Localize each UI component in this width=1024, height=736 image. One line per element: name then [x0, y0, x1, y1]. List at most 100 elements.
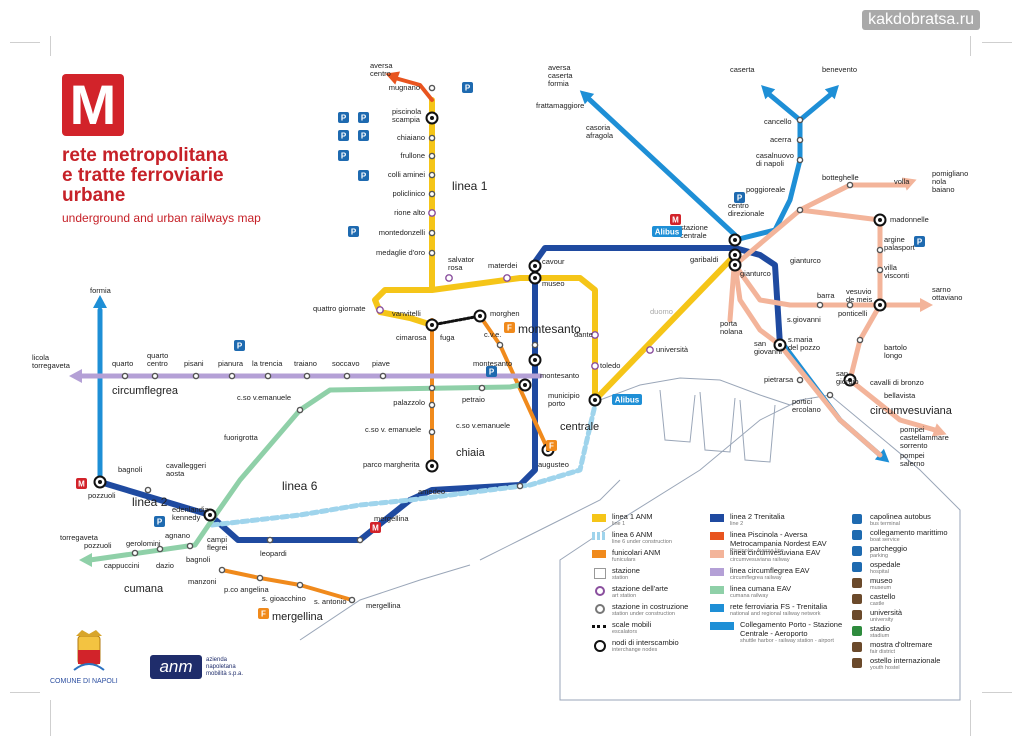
station-marker-circumflegrea[interactable]	[343, 372, 351, 380]
station-marker-circumvesuviana[interactable]	[796, 136, 804, 144]
label-toledo: toledo	[600, 361, 620, 370]
station-marker-funicular[interactable]	[348, 596, 356, 604]
station-marker-funicular[interactable]	[496, 341, 504, 349]
station-marker-circumflegrea[interactable]	[264, 372, 272, 380]
station-marker-l1[interactable]	[428, 249, 436, 257]
svg-text:M: M	[372, 524, 379, 533]
station-marker-circumflegrea[interactable]	[303, 372, 311, 380]
station-marker-l1[interactable]	[503, 274, 511, 282]
label-amedeo: amedeo	[418, 487, 445, 496]
station-marker-l1[interactable]	[428, 152, 436, 160]
station-marker-cumana[interactable]	[296, 406, 304, 414]
station-marker-circumvesuviana[interactable]	[816, 301, 824, 309]
legend-swatch	[852, 514, 862, 524]
legend-swatch	[594, 568, 606, 579]
station-marker-funicular[interactable]	[473, 309, 487, 323]
station-marker-circumflegrea[interactable]	[228, 372, 236, 380]
station-marker-circumvesuviana[interactable]	[846, 301, 854, 309]
legend-sublabel: stadium	[870, 633, 890, 639]
station-marker-l1[interactable]	[428, 84, 436, 92]
legend-sublabel: boat service	[870, 537, 900, 543]
funicular-icon: F	[258, 608, 269, 619]
station-marker-circumvesuviana[interactable]	[796, 376, 804, 384]
label-montesanto-st: montesanto	[473, 359, 512, 368]
alibus-icon: Alibus	[612, 394, 642, 405]
label-pisani: pisani	[184, 359, 204, 368]
station-marker-l2[interactable]	[93, 475, 107, 489]
svg-text:P: P	[917, 238, 923, 247]
station-marker-l2[interactable]	[356, 536, 364, 544]
station-marker-l1[interactable]	[528, 259, 542, 273]
station-marker-cumana[interactable]	[186, 542, 194, 550]
station-marker-l2[interactable]	[144, 486, 152, 494]
station-marker-l1[interactable]	[591, 331, 599, 339]
station-marker-l1[interactable]	[428, 209, 436, 217]
legend-sublabel: cumana railway	[730, 593, 769, 599]
station-marker-l2[interactable]	[531, 341, 539, 349]
station-marker-l1[interactable]	[425, 318, 439, 332]
station-marker-l1[interactable]	[528, 271, 542, 285]
station-marker-circumflegrea[interactable]	[192, 372, 200, 380]
circumvesuviana-line	[732, 182, 938, 458]
station-marker-circumvesuviana[interactable]	[796, 116, 804, 124]
station-marker-funicular[interactable]	[256, 574, 264, 582]
station-marker-l2[interactable]	[203, 508, 217, 522]
station-marker-cumana[interactable]	[131, 549, 139, 557]
label-pozzuoli: pozzuoli	[88, 491, 116, 500]
station-marker-circumvesuviana[interactable]	[846, 181, 854, 189]
station-marker-l1[interactable]	[376, 306, 384, 314]
station-marker-circumvesuviana[interactable]	[826, 391, 834, 399]
station-marker-circumflegrea[interactable]	[151, 372, 159, 380]
svg-text:P: P	[157, 518, 163, 527]
station-marker-l1[interactable]	[428, 134, 436, 142]
station-marker-circumflegrea[interactable]	[121, 372, 129, 380]
arrow-benevento	[824, 85, 839, 100]
station-marker-l1[interactable]	[646, 346, 654, 354]
label-garibaldi: garibaldi	[690, 255, 719, 264]
station-marker-l1[interactable]	[588, 393, 602, 407]
station-marker-circumvesuviana[interactable]	[728, 258, 742, 272]
station-marker-circumvesuviana[interactable]	[876, 266, 884, 274]
crop-mark	[970, 700, 971, 736]
station-marker-cumana[interactable]	[428, 384, 436, 392]
station-marker-circumvesuviana[interactable]	[876, 246, 884, 254]
station-marker-cumana[interactable]	[478, 384, 486, 392]
station-marker-l1[interactable]	[591, 362, 599, 370]
station-marker-circumvesuviana[interactable]	[843, 373, 857, 387]
station-marker-circumvesuviana[interactable]	[873, 213, 887, 227]
station-marker-funicular[interactable]	[218, 566, 226, 574]
station-marker-circumvesuviana[interactable]	[796, 206, 804, 214]
station-marker-circumvesuviana[interactable]	[856, 336, 864, 344]
station-marker-l1[interactable]	[425, 111, 439, 125]
station-marker-l1[interactable]	[428, 190, 436, 198]
station-marker-circumflegrea[interactable]	[379, 372, 387, 380]
station-marker-l2[interactable]	[516, 482, 524, 490]
legend-label: linea circumvesuviana EAV	[730, 548, 821, 557]
station-marker-cumana[interactable]	[156, 545, 164, 553]
alibus-icon: Alibus	[652, 226, 682, 237]
station-marker-l2[interactable]	[528, 353, 542, 367]
station-marker-l2[interactable]	[425, 459, 439, 473]
station-marker-circumvesuviana[interactable]	[873, 298, 887, 312]
station-marker-l1[interactable]	[445, 274, 453, 282]
label-bagnoli2: bagnoli	[186, 555, 211, 564]
station-marker-funicular[interactable]	[428, 428, 436, 436]
station-marker-funicular[interactable]	[428, 401, 436, 409]
station-marker-l2[interactable]	[518, 378, 532, 392]
station-marker-l1[interactable]	[428, 229, 436, 237]
station-marker-l2[interactable]	[266, 536, 274, 544]
station-marker-l2[interactable]	[773, 338, 787, 352]
arrow-aversa-caserta	[579, 90, 595, 105]
legend-sublabel: bus terminal	[870, 521, 900, 527]
station-marker-l1[interactable]	[428, 171, 436, 179]
line-label-linea6: linea 6	[282, 479, 318, 493]
legend-label: stazione dell'arte	[612, 584, 669, 593]
station-marker-circumvesuviana[interactable]	[796, 156, 804, 164]
station-marker-l2[interactable]	[728, 233, 742, 247]
map-title: rete metropolitana e tratte ferroviarie …	[62, 146, 228, 206]
station-marker-funicular[interactable]	[296, 581, 304, 589]
